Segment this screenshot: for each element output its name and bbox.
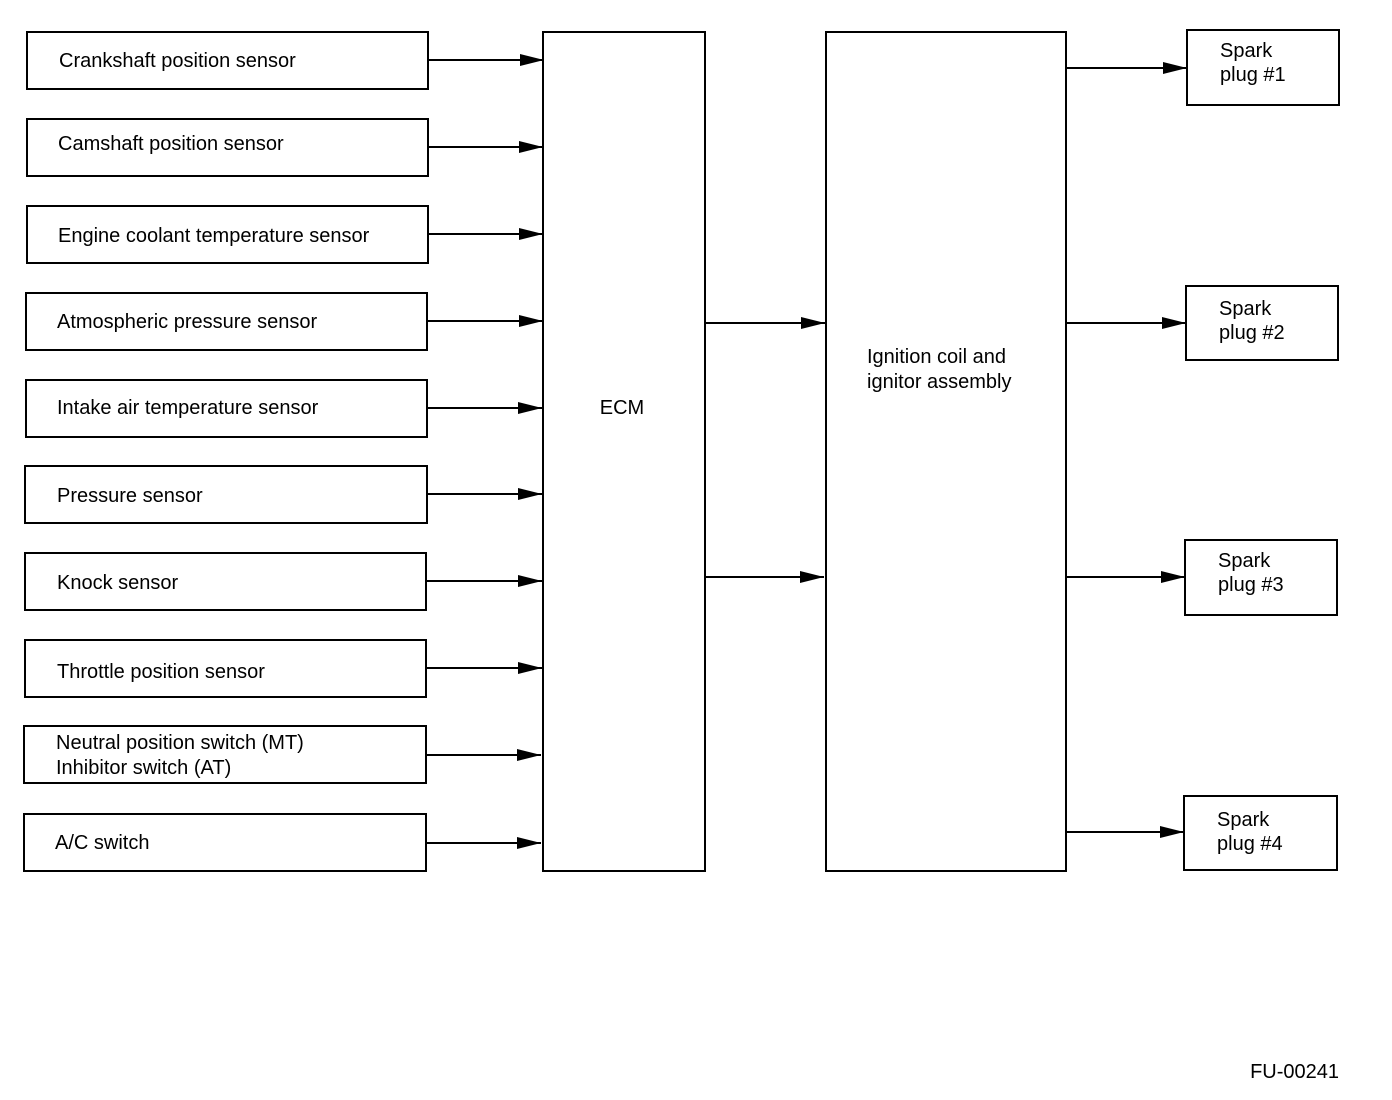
sensor-label: Knock sensor [57,572,179,594]
sensor-label: Intake air temperature sensor [57,397,319,419]
sensor-intake-air-temperature: Intake air temperature sensor [25,379,428,438]
sensor-throttle-position: Throttle position sensor [24,639,427,698]
sensor-label: Throttle position sensor [57,661,265,683]
sensor-label: A/C switch [55,832,149,854]
spark-plug-label-line2: plug #1 [1220,64,1286,86]
sensor-crankshaft-position: Crankshaft position sensor [26,31,429,90]
spark-plugs: Spark plug #1 Spark plug #2 Spark plug #… [1183,29,1340,871]
spark-plug-label-line1: Spark [1220,40,1273,62]
figure-code: FU-00241 [1250,1061,1339,1083]
sensor-label-secondary: Inhibitor switch (AT) [56,757,231,779]
ignition-to-spark-plug-arrows [1065,62,1187,838]
sensor-to-ecm-arrows [426,54,544,849]
spark-plug-label-line2: plug #2 [1219,322,1285,344]
spark-plug-label-line2: plug #3 [1218,574,1284,596]
sensor-neutral-inhibitor-switch: Neutral position switch (MT) Inhibitor s… [23,725,427,784]
sensor-label: Pressure sensor [57,485,203,507]
ecm-block: ECM [542,31,706,872]
sensor-atmospheric-pressure: Atmospheric pressure sensor [25,292,428,351]
sensor-label: Crankshaft position sensor [59,50,296,72]
spark-plug-label-line1: Spark [1218,550,1271,572]
sensor-label: Neutral position switch (MT) [56,732,304,754]
spark-plug-2: Spark plug #2 [1185,285,1339,361]
sensor-label: Engine coolant temperature sensor [58,225,370,247]
sensor-label: Camshaft position sensor [58,133,284,155]
sensor-ac-switch: A/C switch [23,813,427,872]
spark-plug-label-line1: Spark [1219,298,1272,320]
sensor-pressure: Pressure sensor [24,465,428,524]
spark-plug-3: Spark plug #3 [1184,539,1338,616]
sensor-camshaft-position: Camshaft position sensor [26,118,429,177]
ecm-to-ignition-arrows [704,317,825,583]
ignition-coil-ignitor-block: Ignition coil and ignitor assembly [825,31,1067,872]
spark-plug-4: Spark plug #4 [1183,795,1338,871]
ecm-label: ECM [600,397,644,419]
ignition-label-line1: Ignition coil and [867,346,1006,368]
spark-plug-1: Spark plug #1 [1186,29,1340,106]
sensor-knock: Knock sensor [24,552,427,611]
ignition-label-line2: ignitor assembly [867,371,1012,393]
sensor-label: Atmospheric pressure sensor [57,311,317,333]
spark-plug-label-line1: Spark [1217,809,1270,831]
spark-plug-label-line2: plug #4 [1217,833,1283,855]
sensor-inputs: Crankshaft position sensor Camshaft posi… [23,31,429,872]
sensor-engine-coolant-temperature: Engine coolant temperature sensor [26,205,429,264]
